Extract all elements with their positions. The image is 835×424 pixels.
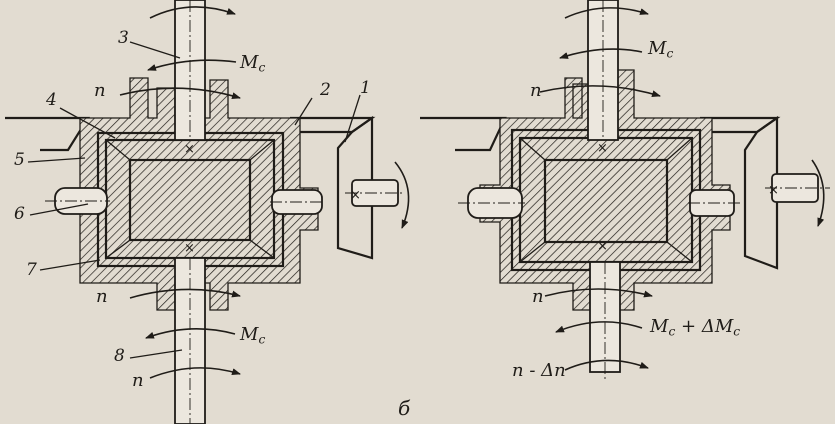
left-moment-arrow (147, 59, 237, 71)
part-label-6: 6 (14, 204, 25, 224)
left-top-rotation-arrow (149, 6, 236, 19)
right-speed-arrow (539, 85, 661, 98)
right-inner-box (543, 158, 669, 244)
svg-text:×: × (184, 142, 195, 157)
right-bottom-out-arrow (564, 359, 649, 371)
part-label-3: 3 (118, 28, 129, 48)
right-top-speed-label: n (530, 80, 542, 101)
right-bottom-moment-arrow (555, 321, 643, 333)
part-label-5: 5 (14, 150, 25, 170)
svg-text:×: × (597, 239, 608, 254)
svg-text:×: × (184, 241, 195, 256)
right-left-gear (420, 116, 507, 152)
right-bottom-out-speed-label: n - Δn (512, 360, 566, 381)
svg-text:×: × (768, 183, 779, 198)
right-top-moment-label: Mc (648, 38, 674, 61)
figure-caption: б (398, 396, 411, 420)
left-bottom-moment-arrow (145, 328, 236, 339)
right-drive-arrow (811, 159, 825, 227)
right-differential: × × × (420, 0, 830, 380)
part-label-8: 8 (114, 346, 125, 366)
part-label-7: 7 (26, 260, 37, 280)
left-inner-box (128, 158, 252, 242)
left-pinion-1 (336, 115, 374, 260)
left-differential: × × × (5, 0, 410, 424)
right-bottom-speed-arrow (544, 288, 653, 298)
left-bottom-speed-arrow (129, 288, 241, 299)
left-top-speed-label: n (94, 80, 106, 101)
right-top-rotation-arrow (564, 7, 649, 19)
right-moment-arrow (559, 48, 643, 59)
part-label-1: 1 (360, 78, 371, 98)
svg-text:×: × (597, 141, 608, 156)
left-bottom-speed-label: n (96, 286, 108, 307)
left-speed-arrow (119, 87, 241, 100)
left-drive-arrow (394, 161, 410, 229)
left-gear-5 (5, 116, 90, 152)
left-gear-2 (290, 116, 376, 134)
right-bottom-moment-label: Mc + ΔMc (650, 316, 741, 339)
left-top-moment-label: Mc (240, 52, 266, 75)
svg-text:×: × (350, 188, 361, 203)
left-bottom-out-arrow (149, 367, 241, 379)
part-label-2: 2 (320, 80, 331, 100)
left-bottom-moment-label: Mc (240, 324, 266, 347)
right-pinion-1 (743, 115, 779, 270)
right-bottom-speed-label: n (532, 286, 544, 307)
left-bottom-out-speed-label: n (132, 370, 144, 391)
part-label-4: 4 (46, 90, 57, 110)
